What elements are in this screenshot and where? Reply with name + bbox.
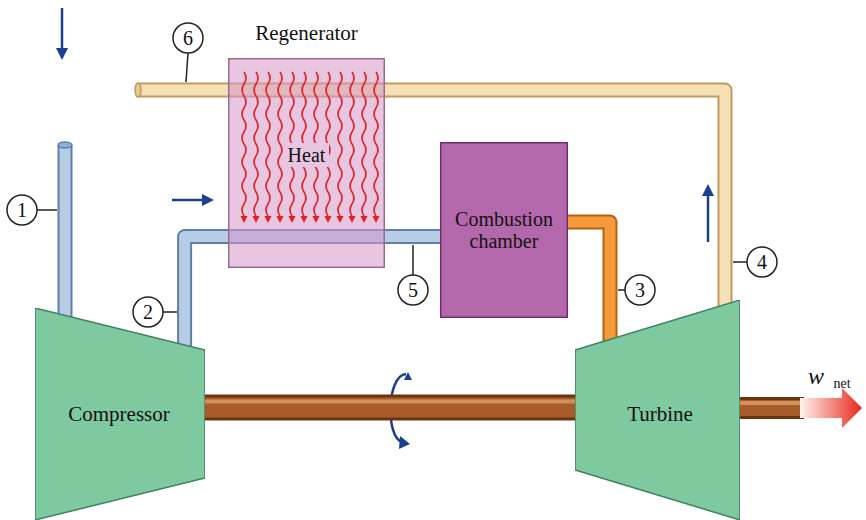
compressor-label: Compressor <box>68 403 170 426</box>
output-shaft <box>735 403 804 408</box>
callout-circles <box>7 23 777 327</box>
heat-label: Heat <box>284 143 330 167</box>
pipe-state-5 <box>385 236 440 237</box>
work-subscript: net <box>833 377 850 391</box>
flow-arrows <box>56 8 714 242</box>
callout-number: 6 <box>183 28 193 48</box>
turbine-label: Turbine <box>627 403 693 426</box>
compressor-shape: Compressor <box>35 308 205 520</box>
callout-number: 4 <box>757 252 767 272</box>
regenerator-heading: Regenerator <box>251 21 362 46</box>
callout-number: 3 <box>635 280 645 300</box>
work-arrow <box>800 388 862 428</box>
combustion-chamber-box: Combustion chamber <box>440 142 568 318</box>
callout-number: 2 <box>143 302 153 322</box>
heat-waves <box>241 72 380 223</box>
pipe-state-2 <box>185 237 228 352</box>
pipe-state-3 <box>568 222 610 345</box>
callout-number: 5 <box>408 280 418 300</box>
regenerator-box: RegeneratorHeat <box>228 58 385 268</box>
shaft <box>203 402 577 408</box>
work-symbol: w <box>808 364 824 388</box>
callout-number: 1 <box>17 200 27 220</box>
combustion-label: Combustion chamber <box>445 208 563 252</box>
inlet-pipe <box>58 142 72 320</box>
leader-lines <box>37 53 747 312</box>
turbine-shape: Turbine <box>575 300 740 520</box>
